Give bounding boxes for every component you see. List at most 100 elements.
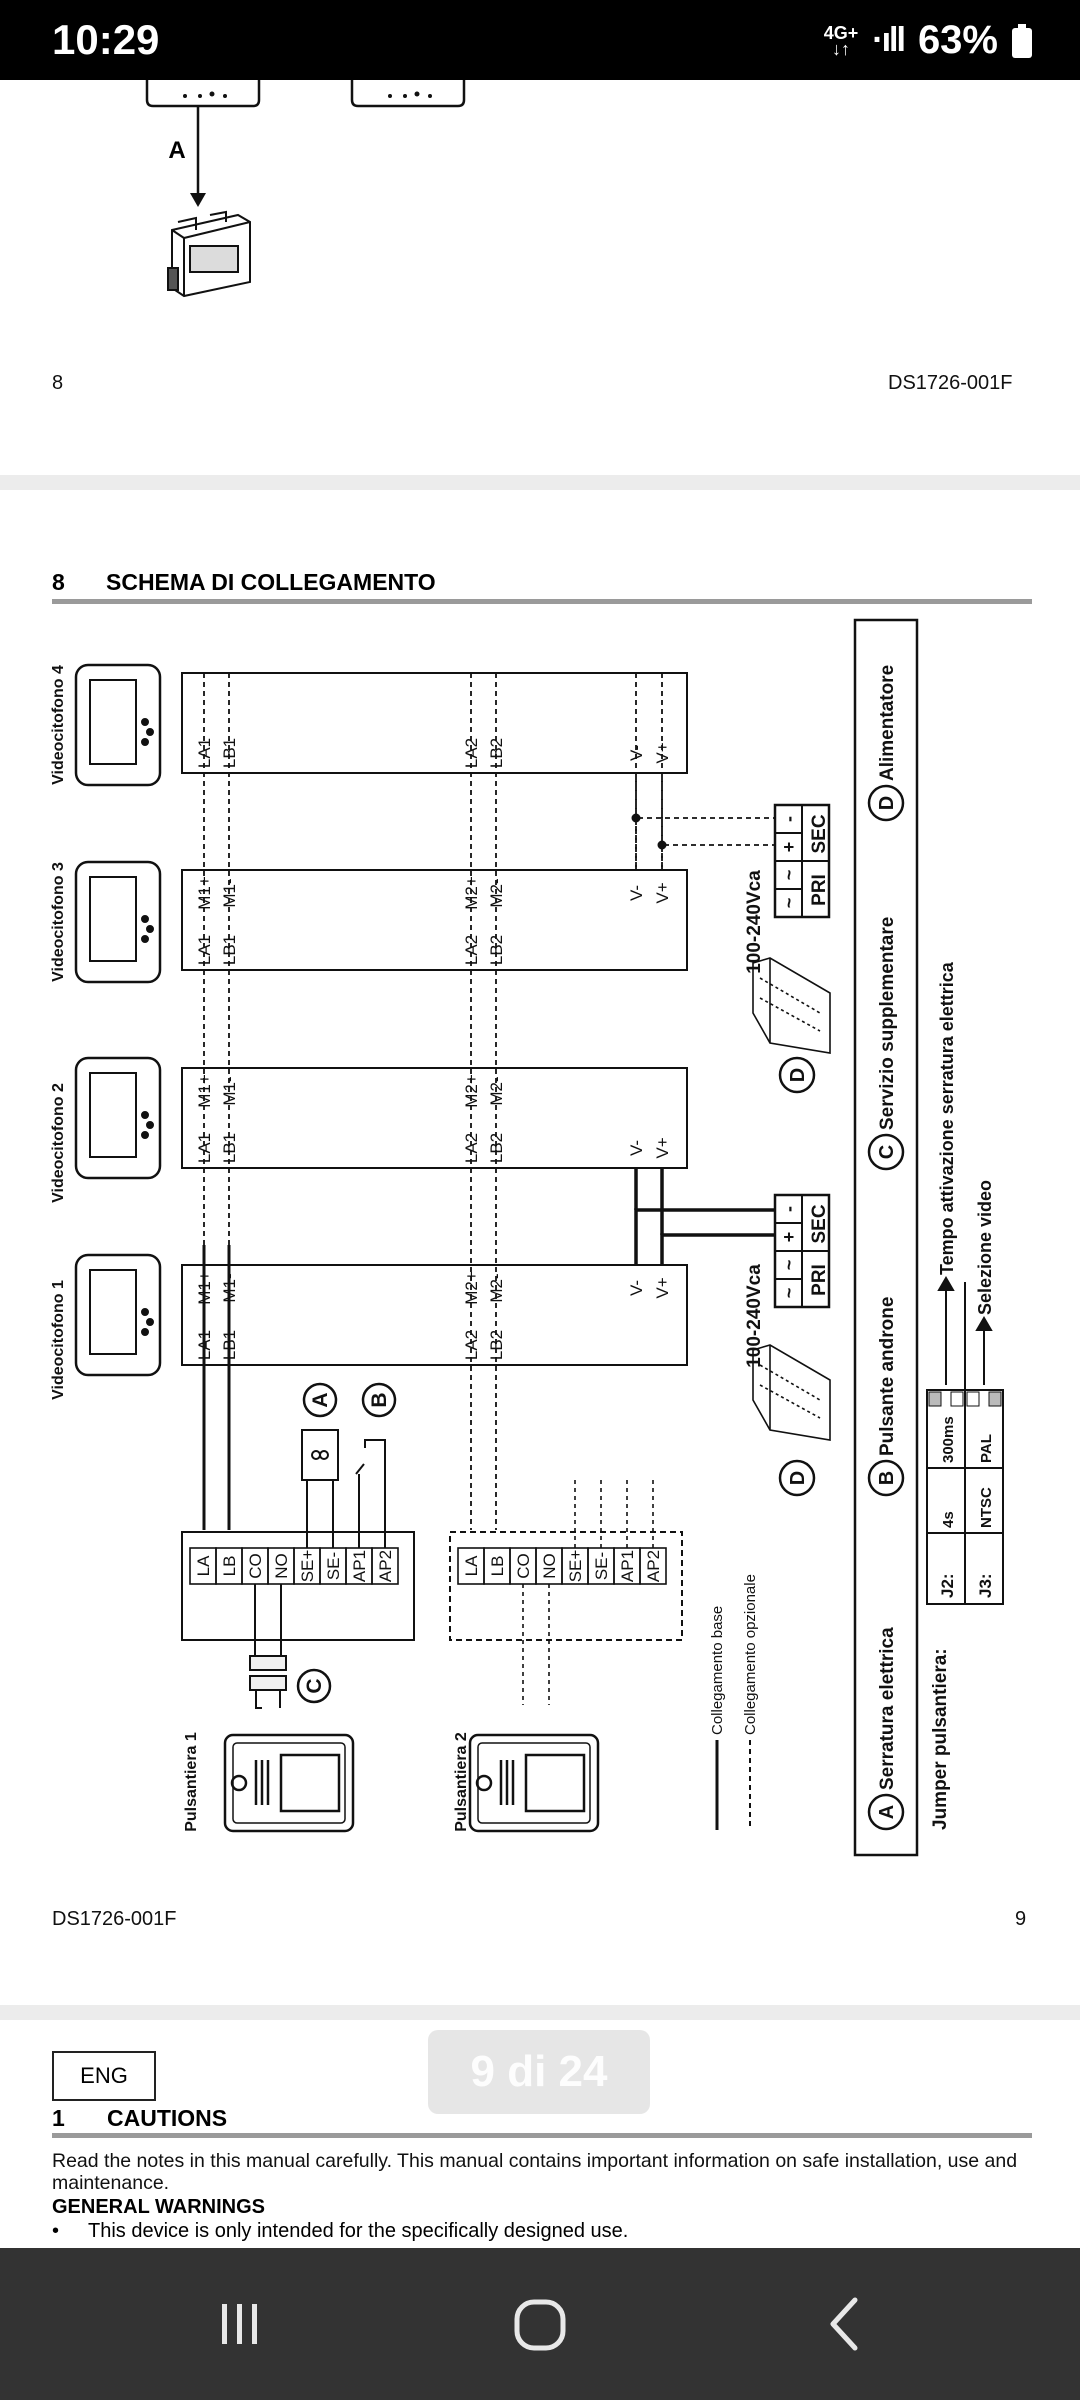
vp3-terminals: LA1 LB1 M1+ M1- LA2 LB2 M2+ M2- V- V+ [195,876,672,965]
svg-text:B: B [876,1471,898,1485]
svg-text:SEC: SEC [809,814,830,853]
general-warnings-heading: GENERAL WARNINGS [52,2196,265,2218]
recent-apps-icon[interactable] [210,2294,270,2354]
svg-text:~: ~ [779,898,799,909]
videophone-label-3: Videocitofono 3 [50,862,67,982]
page8-diagram: A [145,80,466,298]
svg-text:PAL: PAL [978,1434,995,1463]
svg-text:SE+: SE+ [298,1550,317,1583]
svg-text:4s: 4s [940,1511,957,1528]
home-icon[interactable] [510,2294,570,2354]
svg-text:CO: CO [514,1553,533,1579]
svg-text:AP1: AP1 [350,1550,369,1582]
svg-text:M1+: M1+ [195,1271,214,1305]
svg-text:V+: V+ [653,742,672,763]
svg-text:LB1: LB1 [220,1330,239,1360]
panel2-terminals: LA LB CO NO SE+ SE- AP1 AP2 [462,1550,663,1583]
svg-text:AP2: AP2 [644,1550,663,1582]
svg-text:LA: LA [194,1555,213,1576]
line-legend: Collegamento base Collegamento opzionale [709,1574,759,1735]
callouts: A B C [296,1382,397,1704]
svg-text:M1+: M1+ [195,876,214,910]
heading-rule [52,2133,1032,2138]
panel-label-2: Pulsantiera 2 [453,1732,470,1832]
svg-text:LA1: LA1 [195,1330,214,1360]
panel1-terminals: LA LB CO NO SE+ SE- AP1 AP2 [194,1550,395,1583]
svg-text:D: D [787,1068,809,1082]
arrow-label: A [168,137,185,164]
svg-text:C: C [303,1678,326,1693]
svg-text:Collegamento opzionale: Collegamento opzionale [742,1574,759,1735]
page9-doc-code: DS1726-001F [52,1908,177,1930]
svg-text:Pulsante androne: Pulsante androne [877,1297,898,1456]
svg-text:NO: NO [540,1553,559,1579]
svg-text:AP1: AP1 [618,1550,637,1582]
svg-text:SE-: SE- [592,1552,611,1580]
status-icons: 4G+ ↓↑ ·ıll 63% [824,18,1032,63]
page9-number: 9 [1015,1908,1027,1930]
vp2-terminals: LA1 LB1 M1+ M1- LA2 LB2 M2+ M2- V- V+ [195,1074,672,1163]
svg-text:V-: V- [627,1140,646,1156]
svg-text:LA2: LA2 [462,1133,481,1163]
battery-icon [1012,23,1032,58]
svg-text:SE+: SE+ [566,1550,585,1583]
network-type-icon: 4G+ ↓↑ [823,22,859,59]
back-icon[interactable] [815,2294,875,2354]
svg-text:LB2: LB2 [487,935,506,965]
svg-text:PRI: PRI [809,1264,830,1296]
svg-text:M1-: M1- [220,1076,239,1105]
svg-text:LA2: LA2 [462,738,481,768]
svg-text:Tempo attivazione serratura el: Tempo attivazione serratura elettrica [937,961,957,1275]
videophone-label-4: Videocitofono 4 [50,665,67,785]
videophone-devices [74,663,162,1377]
warning-bullet: •This device is only intended for the sp… [52,2220,629,2242]
clock: 10:29 [52,16,160,63]
svg-text:Servizio supplementare: Servizio supplementare [877,917,898,1130]
signal-icon: ·ıll [872,21,906,59]
panel-label-1: Pulsantiera 1 [183,1732,200,1832]
svg-text:Collegamento base: Collegamento base [709,1606,726,1735]
svg-text:Serratura elettrica: Serratura elettrica [877,1627,898,1790]
svg-text:LA1: LA1 [195,935,214,965]
svg-text:~: ~ [779,870,799,881]
svg-text:LB2: LB2 [487,1330,506,1360]
svg-text:100-240Vca: 100-240Vca [744,1264,765,1368]
svg-text:D: D [876,796,898,810]
psu2-labels: PRI SEC ~ ~ + - 100-240Vca D [744,814,830,1082]
language-badge: ENG [52,2051,156,2101]
svg-text:300ms: 300ms [940,1416,957,1463]
svg-text:LB: LB [220,1556,239,1577]
pdf-page-9[interactable] [0,490,1080,2005]
svg-text:LA1: LA1 [195,738,214,768]
svg-text:C: C [876,1145,898,1159]
svg-text:V+: V+ [653,882,672,903]
svg-text:A: A [876,1805,898,1819]
svg-text:M1-: M1- [220,1273,239,1302]
vp1-terminals: LA1 LB1 M1+ M1- LA2 LB2 M2+ M2- V- V+ [195,1271,672,1360]
svg-text:M1-: M1- [220,878,239,907]
svg-text:LB1: LB1 [220,935,239,965]
page8-doc-code: DS1726-001F [888,372,1013,394]
svg-text:SEC: SEC [809,1204,830,1243]
svg-text:NO: NO [272,1553,291,1579]
svg-text:LA2: LA2 [462,935,481,965]
svg-text:V+: V+ [653,1277,672,1298]
status-bar: 10:29 4G+ ↓↑ ·ıll 63% [0,0,1080,80]
svg-text:A: A [309,1392,332,1407]
svg-text:LA: LA [462,1555,481,1576]
svg-text:-: - [779,816,799,822]
cautions-paragraph: Read the notes in this manual carefully.… [52,2150,1018,2194]
svg-text:J3:: J3: [976,1573,995,1598]
jumper-section: Jumper pulsantiera: J2: 4s 300ms Tempo a… [930,961,995,1830]
svg-text:100-240Vca: 100-240Vca [744,870,765,974]
svg-text:SE-: SE- [324,1552,343,1580]
svg-text:LB1: LB1 [220,1133,239,1163]
svg-text:B: B [368,1392,391,1407]
svg-text:M2+: M2+ [462,876,481,910]
videophone-label-1: Videocitofono 1 [50,1280,67,1400]
page-indicator: 9 di 24 [428,2030,650,2114]
diagram-labels: Videocitofono 1 Videocitofono 2 Videocit… [50,665,470,1832]
svg-text:V-: V- [627,1280,646,1296]
